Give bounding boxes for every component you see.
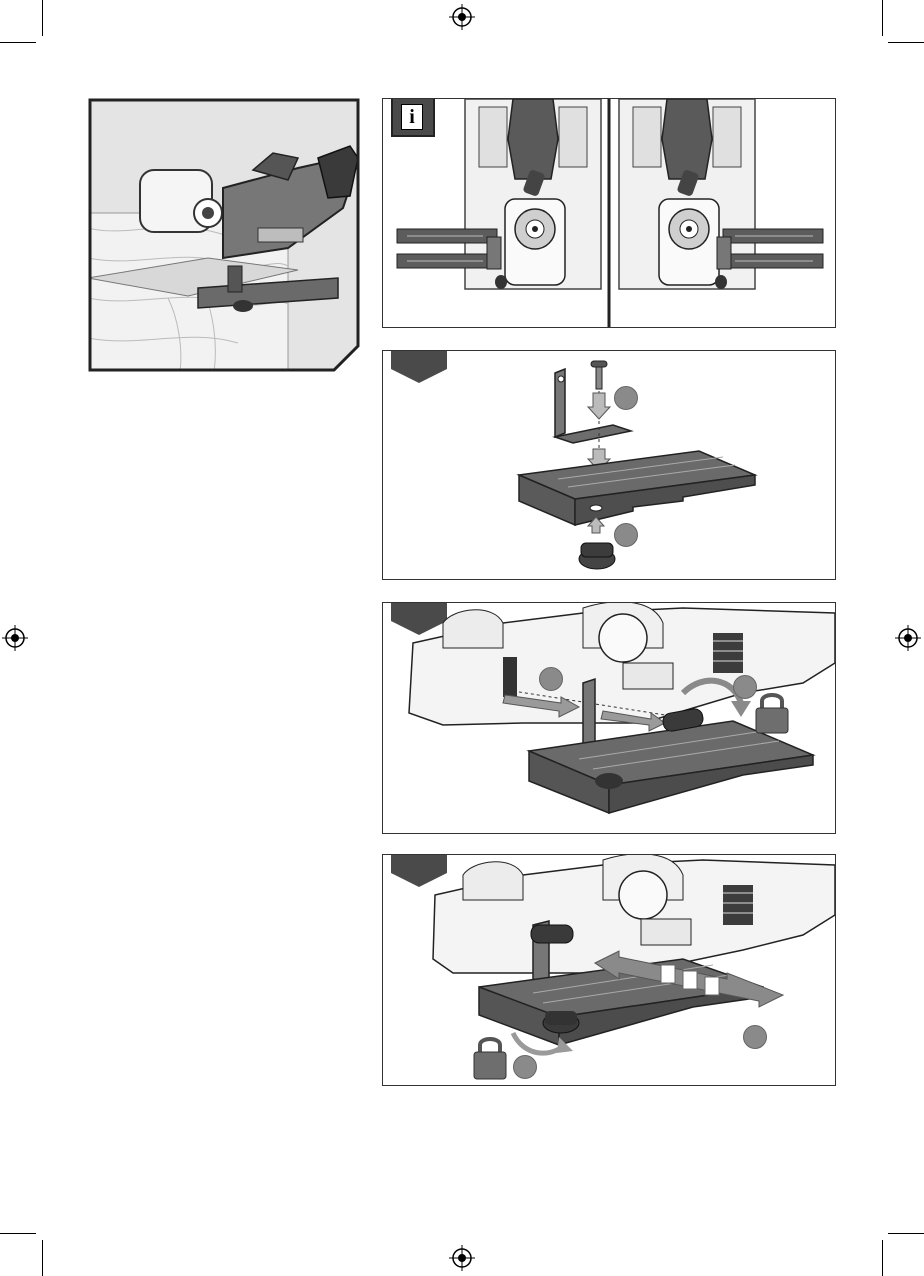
crop-mark: [0, 42, 36, 43]
planer-front-view-right: [619, 99, 823, 289]
step-number-dot-1: [513, 1055, 537, 1079]
step-adjust-panel: [382, 854, 836, 1086]
step-assembly-panel: [382, 350, 836, 580]
registration-mark-icon: [449, 1245, 475, 1271]
registration-mark-icon: [449, 4, 475, 30]
hero-illustration: [88, 98, 360, 372]
padlock-icon: [753, 689, 791, 735]
crop-mark: [882, 0, 883, 36]
crop-mark: [0, 1233, 36, 1234]
step-number-dot-2: [743, 1025, 767, 1049]
crop-mark: [882, 1240, 883, 1276]
info-icon: i: [401, 104, 423, 130]
padlock-icon: [471, 1033, 509, 1081]
crop-mark: [888, 42, 924, 43]
step-number-dot-1: [539, 667, 563, 691]
step-attach-panel: [382, 602, 836, 834]
info-badge: i: [391, 98, 435, 137]
crop-mark: [888, 1233, 924, 1234]
registration-mark-icon: [895, 625, 921, 651]
step-number-dot-2: [614, 523, 638, 547]
info-panel: i: [382, 98, 836, 328]
step-number-dot-1: [614, 386, 638, 410]
crop-mark: [42, 0, 43, 36]
registration-mark-icon: [2, 625, 28, 651]
crop-mark: [42, 1240, 43, 1276]
